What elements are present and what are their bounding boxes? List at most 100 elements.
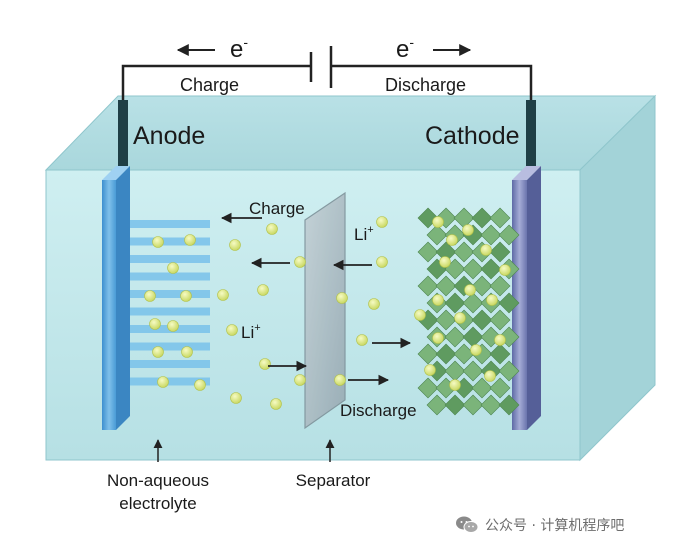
li-ion xyxy=(368,298,380,310)
cathode-crystal xyxy=(453,241,475,263)
li-ion xyxy=(217,289,229,301)
li-ion xyxy=(294,256,306,268)
cathode-crystal xyxy=(471,275,493,297)
discharge-label-middle: Discharge xyxy=(340,401,417,420)
li-ion xyxy=(149,318,161,330)
cathode-crystal xyxy=(444,394,466,416)
li-ion xyxy=(449,379,461,391)
wechat-icon xyxy=(456,516,479,533)
cathode-crystal xyxy=(480,258,502,280)
li-ion xyxy=(424,364,436,376)
charge-label-middle: Charge xyxy=(249,199,305,218)
external-circuit xyxy=(121,46,533,104)
cathode-label: Cathode xyxy=(425,122,520,150)
cathode-crystal xyxy=(417,275,439,297)
li-ion xyxy=(194,379,206,391)
cathode-crystal xyxy=(489,343,511,365)
li-ion xyxy=(226,324,238,336)
anode-plate xyxy=(102,166,130,430)
cathode-crystal xyxy=(444,326,466,348)
li-ion xyxy=(167,262,179,274)
cathode-crystal xyxy=(462,360,484,382)
cathode-crystal xyxy=(417,377,439,399)
graphite-layer xyxy=(130,307,210,316)
li-ion xyxy=(414,309,426,321)
cathode-crystal xyxy=(435,275,457,297)
cathode-crystal xyxy=(444,292,466,314)
li-ion xyxy=(184,234,196,246)
separator-label: Separator xyxy=(296,471,371,490)
cathode-crystal xyxy=(498,224,520,246)
li-ion xyxy=(180,290,192,302)
cathode-plate xyxy=(512,166,541,430)
li-ion xyxy=(494,334,506,346)
li-ion xyxy=(229,239,241,251)
graphite-layer xyxy=(130,360,210,368)
li-ion xyxy=(486,294,498,306)
cathode-crystal xyxy=(462,292,484,314)
li-ion xyxy=(257,284,269,296)
cathode-crystal xyxy=(426,224,448,246)
li-ion xyxy=(499,264,511,276)
cathode-crystal xyxy=(435,343,457,365)
electron-label-left: e- xyxy=(230,34,248,63)
cathode-post xyxy=(526,100,536,168)
li-ion xyxy=(334,374,346,386)
li-ion-label-left: Li+ xyxy=(241,322,261,342)
graphite-layer xyxy=(130,237,210,246)
electron-label-right: e- xyxy=(396,34,414,63)
anode-post xyxy=(118,100,128,168)
li-ion xyxy=(152,346,164,358)
li-ion xyxy=(464,284,476,296)
cathode-crystal xyxy=(426,394,448,416)
li-ion xyxy=(376,256,388,268)
li-ion xyxy=(144,290,156,302)
cathode-crystal xyxy=(435,309,457,331)
separator-membrane xyxy=(304,191,346,430)
li-ion xyxy=(259,358,271,370)
li-ion-label-top: Li+ xyxy=(354,224,374,244)
cathode-crystal xyxy=(489,241,511,263)
graphite-layer xyxy=(130,255,210,263)
cathode-crystal xyxy=(480,224,502,246)
cathode-crystal xyxy=(480,394,502,416)
wire-left xyxy=(121,64,310,104)
li-ion xyxy=(181,346,193,358)
cathode-crystal xyxy=(417,241,439,263)
graphite-layer xyxy=(130,220,210,228)
electrolyte-label-line1: Non-aqueous xyxy=(107,471,209,490)
cathode-crystal xyxy=(417,343,439,365)
cathode-crystal xyxy=(471,309,493,331)
cathode-crystal xyxy=(489,275,511,297)
graphite-layer xyxy=(130,290,210,298)
li-ion xyxy=(270,398,282,410)
cathode-crystal xyxy=(471,207,493,229)
cathode-crystal xyxy=(462,394,484,416)
li-ion xyxy=(167,320,179,332)
li-ion xyxy=(157,376,169,388)
cathode-crystal xyxy=(498,394,520,416)
li-ion xyxy=(376,216,388,228)
graphite-layer xyxy=(130,342,210,351)
li-ion xyxy=(230,392,242,404)
lithium-ions xyxy=(144,216,511,410)
li-ion xyxy=(480,244,492,256)
li-ion xyxy=(446,234,458,246)
pointer-arrows xyxy=(153,439,335,462)
li-ion xyxy=(462,224,474,236)
li-ion xyxy=(439,256,451,268)
charge-label-top: Charge xyxy=(180,75,239,95)
electrolyte-label-line2: electrolyte xyxy=(119,494,196,513)
watermark-text: 公众号 · 计算机程序吧 xyxy=(485,518,625,534)
anode-label: Anode xyxy=(133,122,205,150)
li-ion xyxy=(484,370,496,382)
li-ion xyxy=(454,312,466,324)
graphite-layer xyxy=(130,377,210,386)
li-ion xyxy=(470,344,482,356)
li-ion xyxy=(266,223,278,235)
li-ion xyxy=(432,216,444,228)
cathode-crystal xyxy=(489,207,511,229)
li-ion xyxy=(294,374,306,386)
cathode-crystal xyxy=(489,377,511,399)
